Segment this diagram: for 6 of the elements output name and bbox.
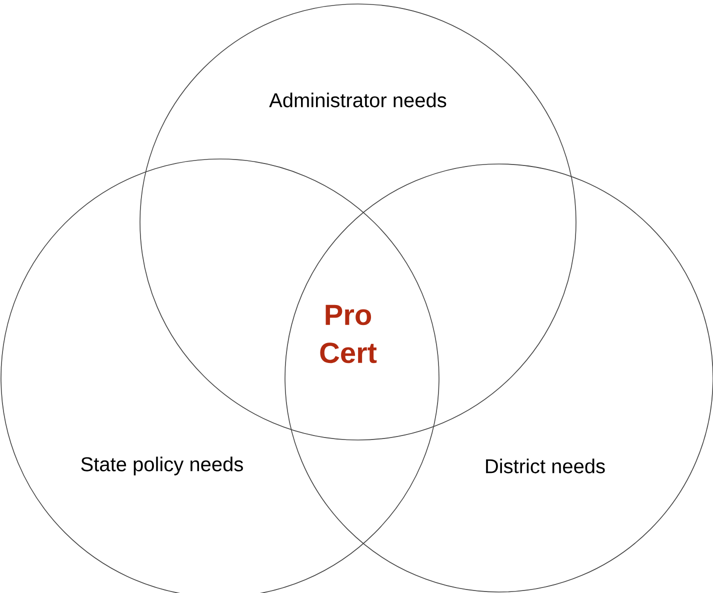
circle-label: State policy needs [81,456,243,476]
center-label: Pro Cert [320,304,377,364]
venn-circle [140,4,576,440]
circle-label: District needs [486,458,605,474]
circle-label: Administrator needs [269,92,446,108]
venn-circle [284,164,713,592]
